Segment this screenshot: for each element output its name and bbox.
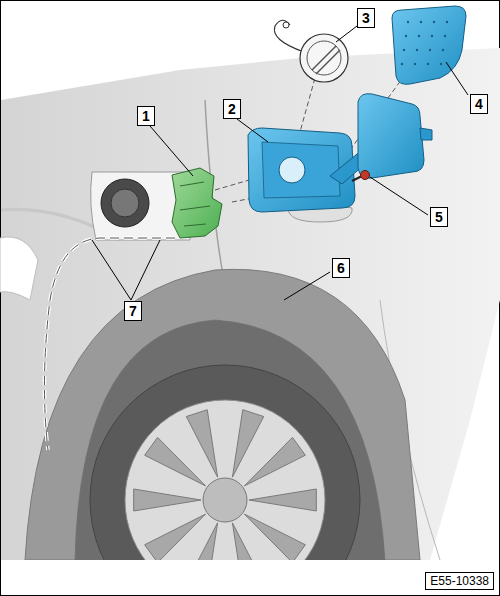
leader-line: [446, 62, 468, 95]
cover-dot: [442, 49, 444, 51]
callout-number: 6: [332, 258, 350, 278]
housing-opening: [279, 157, 305, 183]
cover-dot: [418, 35, 420, 37]
cable-outline: [44, 238, 175, 450]
actuator-detail: [180, 182, 210, 226]
spoke: [249, 489, 316, 511]
spoke: [145, 437, 206, 485]
cover-dot: [420, 21, 422, 23]
fuel-door-actuator: [172, 168, 222, 238]
cover-dot: [403, 49, 405, 51]
ground: [1, 560, 499, 595]
rim: [125, 400, 325, 565]
cover-dot: [440, 63, 442, 65]
leader-line: [131, 240, 160, 300]
callout-number: 2: [223, 99, 241, 119]
cover-dot: [414, 63, 416, 65]
leader-line: [336, 26, 357, 42]
leader-line: [284, 272, 330, 300]
side-marker: [0, 237, 38, 300]
cover-dot: [401, 63, 403, 65]
rim-spokes: [134, 410, 317, 565]
cap-tether: [274, 20, 304, 52]
flap-tab: [420, 128, 432, 140]
leader-line: [92, 240, 131, 300]
figure-number: E55-10338: [425, 572, 494, 590]
tether-ring: [283, 22, 289, 28]
spoke: [244, 514, 305, 562]
cover-dot: [444, 35, 446, 37]
leader-line: [150, 126, 193, 176]
callout-number: 3: [357, 8, 375, 28]
callout-number: 4: [470, 94, 488, 114]
cover-dot: [433, 21, 435, 23]
spoke: [145, 514, 206, 562]
screw-head: [361, 171, 370, 180]
spoke: [134, 489, 201, 511]
leader-line: [237, 119, 268, 142]
filler-neck: [101, 179, 149, 227]
fuel-cap: [300, 34, 348, 82]
cover-dot: [405, 35, 407, 37]
spoke: [232, 523, 263, 565]
callout-number: 5: [430, 207, 448, 227]
car-body: [1, 48, 500, 560]
tire: [90, 365, 360, 565]
cover-dot: [446, 21, 448, 23]
spoke: [232, 410, 263, 477]
cable: [44, 238, 175, 450]
cover-dot: [407, 21, 409, 23]
flap-cover: [392, 6, 466, 84]
hub: [203, 478, 247, 522]
leader-line: [370, 177, 428, 215]
callout-number: 7: [124, 301, 142, 321]
spoke: [244, 437, 305, 485]
spoke: [186, 410, 217, 477]
housing-inner: [262, 142, 340, 198]
cover-dot: [416, 49, 418, 51]
cap-grip: [312, 46, 340, 74]
cover-dot: [431, 35, 433, 37]
cover-dot: [427, 63, 429, 65]
cover-texture: [401, 21, 448, 65]
filler-flap: [358, 94, 424, 179]
filler-neck-inner: [111, 189, 139, 217]
cover-dot: [429, 49, 431, 51]
callout-number: 1: [137, 106, 155, 126]
leader-lines: [92, 26, 468, 300]
cap-rim: [307, 41, 341, 75]
